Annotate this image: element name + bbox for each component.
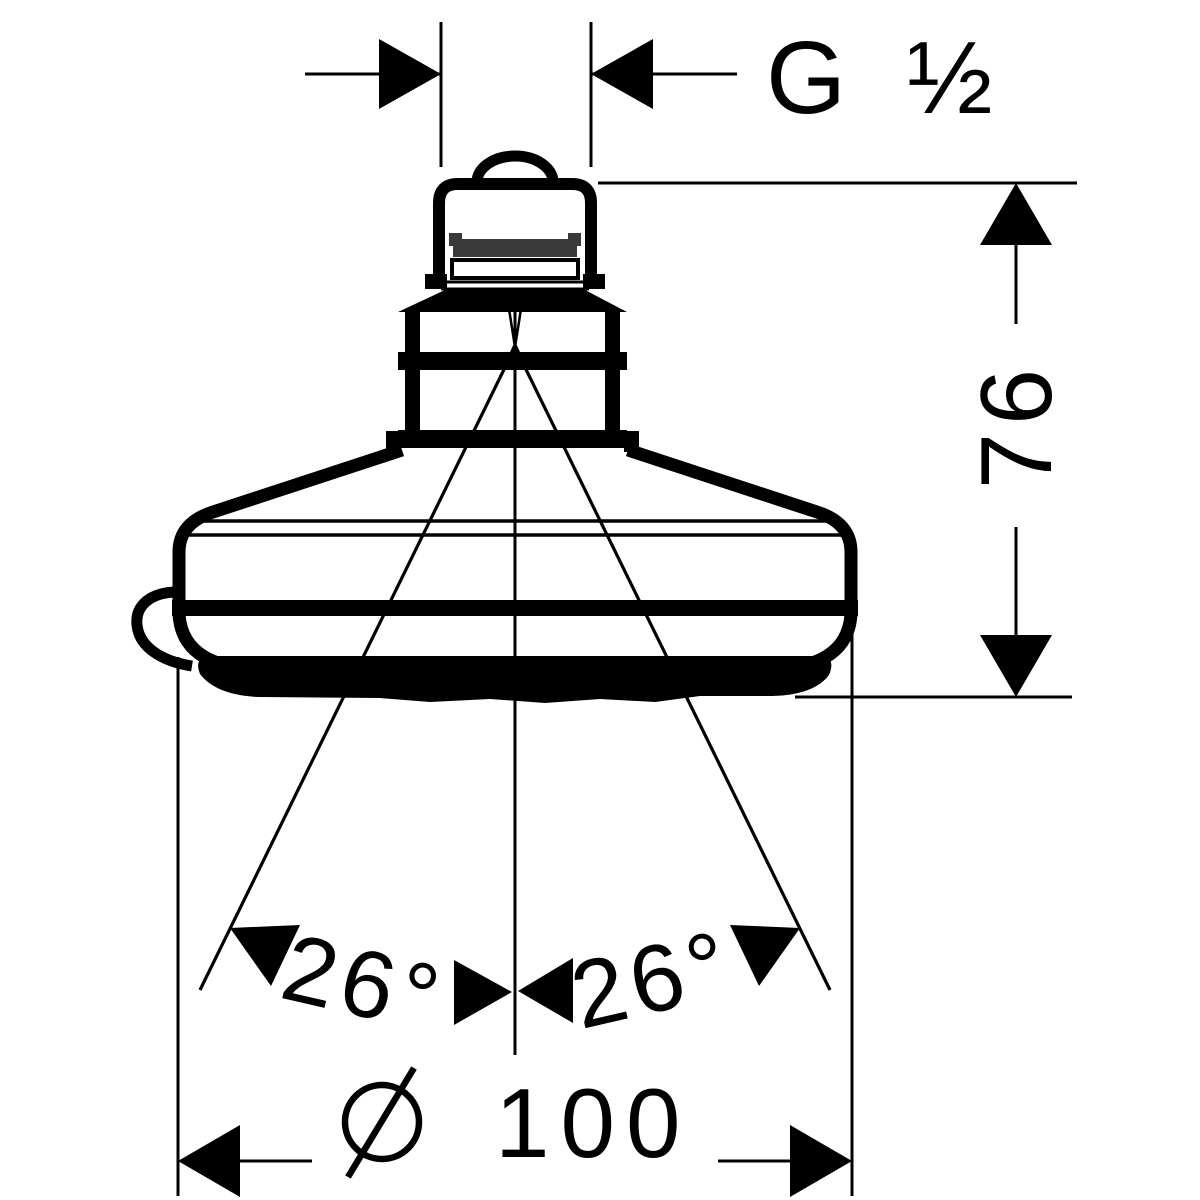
thread-arrow-right — [591, 39, 653, 109]
ball-joint-dome — [471, 150, 559, 183]
angle-arrow-center-right — [518, 958, 573, 1023]
spray-pattern — [198, 302, 832, 1055]
dimension-diameter: 100 — [176, 620, 854, 1197]
dimension-height: 76 — [598, 181, 1077, 699]
angle-label-right: 26° — [562, 910, 743, 1050]
diameter-arrow-right — [790, 1125, 852, 1197]
angle-arrow-outer-right — [730, 925, 800, 986]
diameter-arrow-left — [178, 1125, 240, 1197]
collar-ring — [450, 258, 580, 280]
hook-tab — [131, 586, 193, 672]
nut-section — [386, 290, 639, 452]
height-arrow-up — [980, 183, 1052, 245]
diameter-symbol-icon — [341, 1066, 423, 1179]
angle-label-left: 26° — [273, 914, 454, 1054]
swivel-collar — [449, 233, 581, 257]
thread-arrow-left — [379, 39, 441, 109]
nut-side-right — [605, 312, 620, 434]
nut-bottom-band — [398, 430, 627, 448]
height-label: 76 — [961, 361, 1073, 489]
apex-wedge — [505, 341, 525, 363]
thread-size-label: G ½ — [766, 20, 1009, 135]
height-arrow-down — [980, 635, 1052, 697]
angle-arrow-center-left — [454, 960, 512, 1025]
nut-side-left — [405, 312, 420, 434]
shower-head-figure — [131, 150, 858, 703]
block-foot-left — [425, 274, 447, 289]
block-foot-right — [583, 274, 605, 289]
head-lower-curve-right — [812, 613, 858, 669]
diameter-value-label: 100 — [495, 1068, 692, 1178]
angle-arrow-outer-left — [230, 925, 300, 986]
head-shoulder-right — [625, 443, 858, 610]
nut-top-band — [398, 290, 627, 312]
head-lower-curve-left — [172, 613, 218, 669]
spray-line-left — [198, 346, 517, 991]
spray-line-right — [513, 346, 832, 991]
dimension-thread: G ½ — [305, 20, 1009, 167]
head-shoulder-left — [172, 443, 405, 610]
